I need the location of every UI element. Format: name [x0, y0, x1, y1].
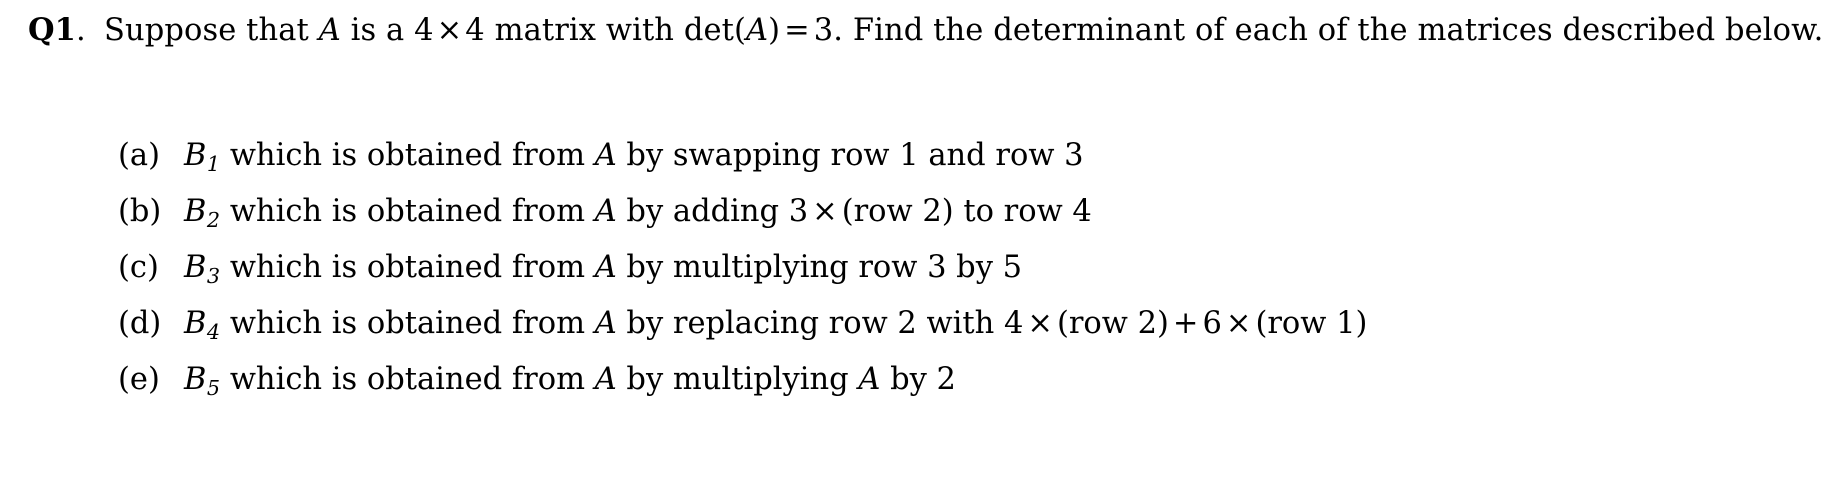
item-a-variable: B	[184, 138, 207, 173]
question-block: Q1.Suppose that A is a 4×4 matrix with d…	[28, 8, 1838, 53]
item-c-variable-subscript: 3	[206, 263, 221, 288]
item-e-text-after: by multiplying	[616, 362, 859, 397]
question-label-dot: .	[76, 13, 86, 48]
item-d-text-before: which is obtained from	[220, 306, 595, 341]
item-b-text-after: by adding	[616, 194, 789, 229]
item-b-tail: to row 4	[953, 194, 1092, 229]
list-item-b: (b) B2 which is obtained from A by adding…	[118, 184, 1818, 240]
item-c-variable: B	[184, 250, 207, 285]
item-a-text-after: by swapping row 1 and row 3	[616, 138, 1084, 173]
item-d-row-group: (row 2)	[1056, 306, 1169, 341]
item-d-text-after: by replacing row 2 with	[616, 306, 1004, 341]
question-label: Q1.	[28, 8, 104, 53]
stem-text-part1: Suppose that	[104, 13, 319, 48]
item-d-matrix-variable: A	[594, 306, 617, 341]
item-d-coefficient: 4	[1003, 306, 1024, 341]
stem-dimension-cols: 4	[465, 13, 485, 48]
item-a-variable-subscript: 1	[206, 151, 221, 176]
item-marker-b: (b)	[118, 194, 162, 229]
stem-text-part3: matrix with det	[484, 13, 734, 48]
question-stem: Q1.Suppose that A is a 4×4 matrix with d…	[28, 8, 1838, 53]
list-item-a: (a) B1 which is obtained from A by swappi…	[118, 128, 1818, 184]
stem-second-line: described below.	[1562, 13, 1824, 48]
multiplication-sign-icon: ×	[1027, 306, 1053, 341]
list-item-c: (c) B3 which is obtained from A by multip…	[118, 240, 1818, 296]
item-marker-c: (c)	[118, 250, 159, 285]
item-d-row-group-2: (row 1)	[1255, 306, 1368, 341]
item-c-text-before: which is obtained from	[220, 250, 595, 285]
stem-text-part4: . Find the determinant of each of the ma…	[833, 13, 1553, 48]
stem-text-part2: is a	[340, 13, 415, 48]
item-e-variable-subscript: 5	[206, 375, 221, 400]
item-b-variable: B	[184, 194, 207, 229]
item-c-text-after: by multiplying row 3 by 5	[616, 250, 1023, 285]
sub-question-list: (a)B1 which is obtained from A by swappi…	[118, 128, 1818, 408]
item-marker-a: (a)	[118, 138, 160, 173]
det-value: 3	[813, 13, 834, 48]
stem-dimension-rows: 4	[414, 13, 434, 48]
item-marker-e: (e)	[118, 362, 160, 397]
item-d-variable: B	[184, 306, 207, 341]
item-b-coefficient: 3	[788, 194, 809, 229]
list-item-d: (d)B4 which is obtained from A by replac…	[118, 296, 1818, 352]
item-e-multiply-variable: A	[858, 362, 881, 397]
item-e-matrix-variable: A	[594, 362, 617, 397]
stem-matrix-variable: A	[318, 13, 341, 48]
item-a-matrix-variable: A	[594, 138, 617, 173]
item-e-text-before: which is obtained from	[220, 362, 595, 397]
item-d-variable-subscript: 4	[206, 319, 221, 344]
item-c-matrix-variable: A	[594, 250, 617, 285]
item-b-matrix-variable: A	[594, 194, 617, 229]
item-b-variable-subscript: 2	[206, 207, 221, 232]
item-d-coefficient-2: 6	[1202, 306, 1222, 341]
item-e-tail: by 2	[880, 362, 956, 397]
det-paren-open: (	[733, 13, 746, 48]
det-argument-variable: A	[745, 13, 769, 48]
question-number: Q1	[28, 12, 76, 48]
det-paren-close: )	[768, 13, 781, 48]
multiplication-sign-icon-2: ×	[1225, 306, 1252, 341]
item-marker-d: (d)	[118, 306, 162, 341]
item-a-text-before: which is obtained from	[220, 138, 595, 173]
item-b-text-before: which is obtained from	[220, 194, 595, 229]
item-b-row-group: (row 2)	[841, 194, 954, 229]
multiplication-sign-icon: ×	[812, 194, 838, 229]
item-e-variable: B	[184, 362, 207, 397]
list-item-e: (e) B5 which is obtained from A by multip…	[118, 352, 1818, 408]
multiplication-sign-icon: ×	[436, 13, 463, 48]
equals-sign-icon: =	[784, 13, 810, 48]
plus-sign-icon: +	[1172, 306, 1199, 341]
